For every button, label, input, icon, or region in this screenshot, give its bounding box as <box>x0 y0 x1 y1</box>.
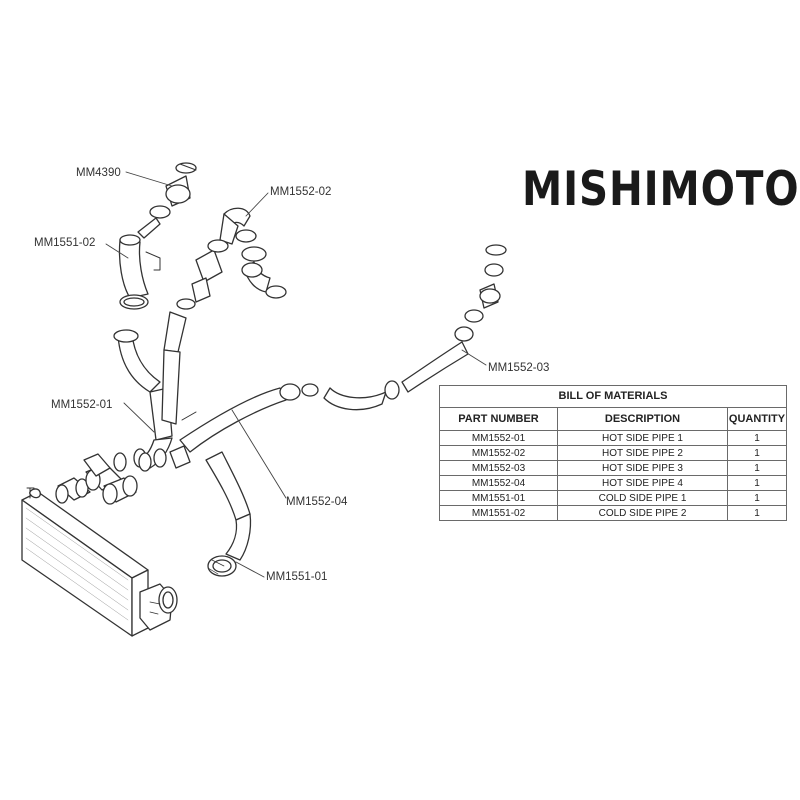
pipe-mm1551-02 <box>118 162 197 310</box>
brand-logo: MISHIMOTO <box>522 162 800 217</box>
bom-part-cell: MM1551-02 <box>439 505 558 521</box>
pipe-mm1552-04 <box>153 383 319 469</box>
bom-quantity-cell: 1 <box>726 505 788 521</box>
bom-quantity-cell: 1 <box>726 445 788 461</box>
callout-mm4390: MM4390 <box>76 167 121 179</box>
bom-description-cell: HOT SIDE PIPE 2 <box>557 445 728 461</box>
bom-quantity-cell: 1 <box>726 460 788 476</box>
table-row: MM1552-02 HOT SIDE PIPE 2 1 <box>439 445 788 461</box>
pipe-mm1552-03 <box>323 244 507 411</box>
table-row: MM1552-03 HOT SIDE PIPE 3 1 <box>439 460 788 476</box>
bom-header-description: DESCRIPTION <box>557 407 728 431</box>
bom-part-cell: MM1552-01 <box>439 430 558 446</box>
bom-description-cell: COLD SIDE PIPE 2 <box>557 505 728 521</box>
bom-quantity-cell: 1 <box>726 430 788 446</box>
leader-lines <box>105 171 487 578</box>
callout-mm1552-01: MM1552-01 <box>51 399 113 411</box>
bill-of-materials-table: BILL OF MATERIALS PART NUMBER DESCRIPTIO… <box>438 385 788 521</box>
pipe-mm1552-02 <box>161 207 287 425</box>
table-row: MM1551-01 COLD SIDE PIPE 1 1 <box>439 490 788 506</box>
bom-part-cell: MM1552-04 <box>439 475 558 491</box>
intercooler-core <box>21 487 178 637</box>
table-row: MM1552-04 HOT SIDE PIPE 4 1 <box>439 475 788 491</box>
bom-part-cell: MM1551-01 <box>439 490 558 506</box>
bom-title: BILL OF MATERIALS <box>438 385 788 408</box>
bom-part-cell: MM1552-03 <box>439 460 558 476</box>
pipe-mm1551-01 <box>205 451 252 577</box>
inlet-couplers <box>55 448 147 505</box>
bom-description-cell: HOT SIDE PIPE 1 <box>557 430 728 446</box>
callout-mm1551-01: MM1551-01 <box>266 571 328 583</box>
callout-mm1551-02: MM1551-02 <box>34 237 96 249</box>
bom-quantity-cell: 1 <box>726 475 788 491</box>
callout-mm1552-03: MM1552-03 <box>488 362 550 374</box>
bom-description-cell: COLD SIDE PIPE 1 <box>557 490 728 506</box>
callout-mm1552-04: MM1552-04 <box>286 496 348 508</box>
callout-mm1552-02: MM1552-02 <box>270 186 332 198</box>
bom-description-cell: HOT SIDE PIPE 4 <box>557 475 728 491</box>
table-row: MM1552-01 HOT SIDE PIPE 1 1 <box>439 430 788 446</box>
bom-quantity-cell: 1 <box>726 490 788 506</box>
bom-part-cell: MM1552-02 <box>439 445 558 461</box>
table-row: MM1551-02 COLD SIDE PIPE 2 1 <box>439 505 788 521</box>
bom-description-cell: HOT SIDE PIPE 3 <box>557 460 728 476</box>
bom-header-part-number: PART NUMBER <box>439 407 558 431</box>
bom-header-quantity: QUANTITY <box>726 407 788 431</box>
